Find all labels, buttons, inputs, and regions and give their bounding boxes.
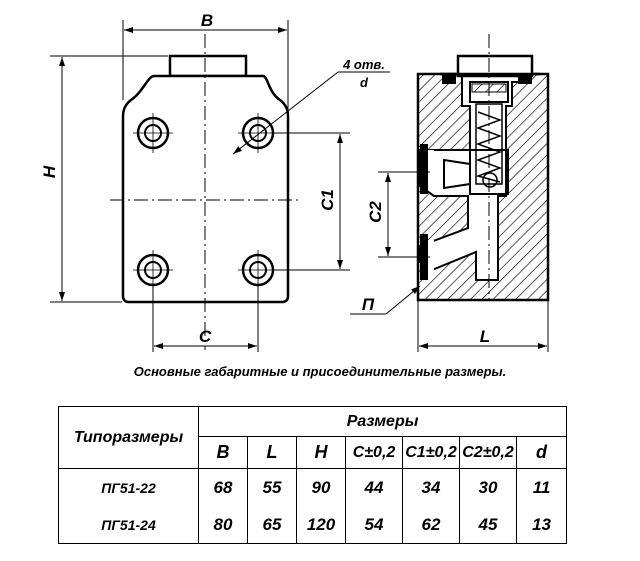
callout-diameter-label: d (360, 75, 369, 90)
dimension-b-label: B (201, 11, 213, 30)
cell-c2: 45 (459, 506, 517, 544)
cell-h: 120 (296, 506, 346, 544)
row-type-name: ПГ51-24 (58, 506, 199, 544)
dimension-l-label: L (480, 327, 490, 346)
dimension-h-label: H (40, 165, 59, 178)
column-header-b: B (198, 436, 248, 469)
callout-holes-label: 4 отв. (342, 57, 385, 72)
cell-c1: 34 (402, 468, 460, 507)
cell-c1: 62 (402, 506, 460, 544)
cell-h: 90 (296, 468, 346, 507)
section-cap (456, 54, 534, 78)
cell-d: 11 (515, 468, 568, 507)
column-header-c2: C2±0,2 (459, 436, 517, 469)
cell-b: 68 (198, 468, 248, 507)
dimensions-table: Типоразмеры Размеры B L H C±0,2 C1±0,2 C… (58, 406, 568, 544)
figure-caption: Основные габаритные и присоединительные … (133, 364, 507, 379)
top-boss (168, 54, 248, 78)
type-column-header: Типоразмеры (58, 406, 199, 469)
row-type-name: ПГ51-22 (58, 468, 199, 507)
dimension-c1-label: C1 (318, 189, 337, 211)
section-view: L C2 П (350, 34, 550, 352)
column-header-d: d (515, 436, 568, 469)
column-header-h: H (296, 436, 346, 469)
cell-c: 44 (345, 468, 403, 507)
sizes-group-header: Размеры (197, 406, 568, 437)
dimension-c-label: C (199, 327, 212, 346)
column-header-c: C±0,2 (345, 436, 403, 469)
port-marker-label: П (362, 295, 375, 314)
column-header-c1: C1±0,2 (402, 436, 460, 469)
cell-l: 55 (247, 468, 297, 507)
front-view: B H C C1 4 отв. d (40, 11, 390, 352)
table-row: ПГ51-24 80 65 120 54 62 45 13 (58, 506, 568, 544)
cell-b: 80 (198, 506, 248, 544)
technical-drawing: B H C C1 4 отв. d (40, 11, 550, 352)
mounting-hole (133, 113, 173, 153)
dimension-c2-label: C2 (366, 201, 385, 223)
cell-c2: 30 (459, 468, 517, 507)
cell-d: 13 (515, 506, 568, 544)
column-header-l: L (247, 436, 297, 469)
cell-l: 65 (247, 506, 297, 544)
cell-c: 54 (345, 506, 403, 544)
table-row: ПГ51-22 68 55 90 44 34 30 11 (58, 468, 568, 507)
